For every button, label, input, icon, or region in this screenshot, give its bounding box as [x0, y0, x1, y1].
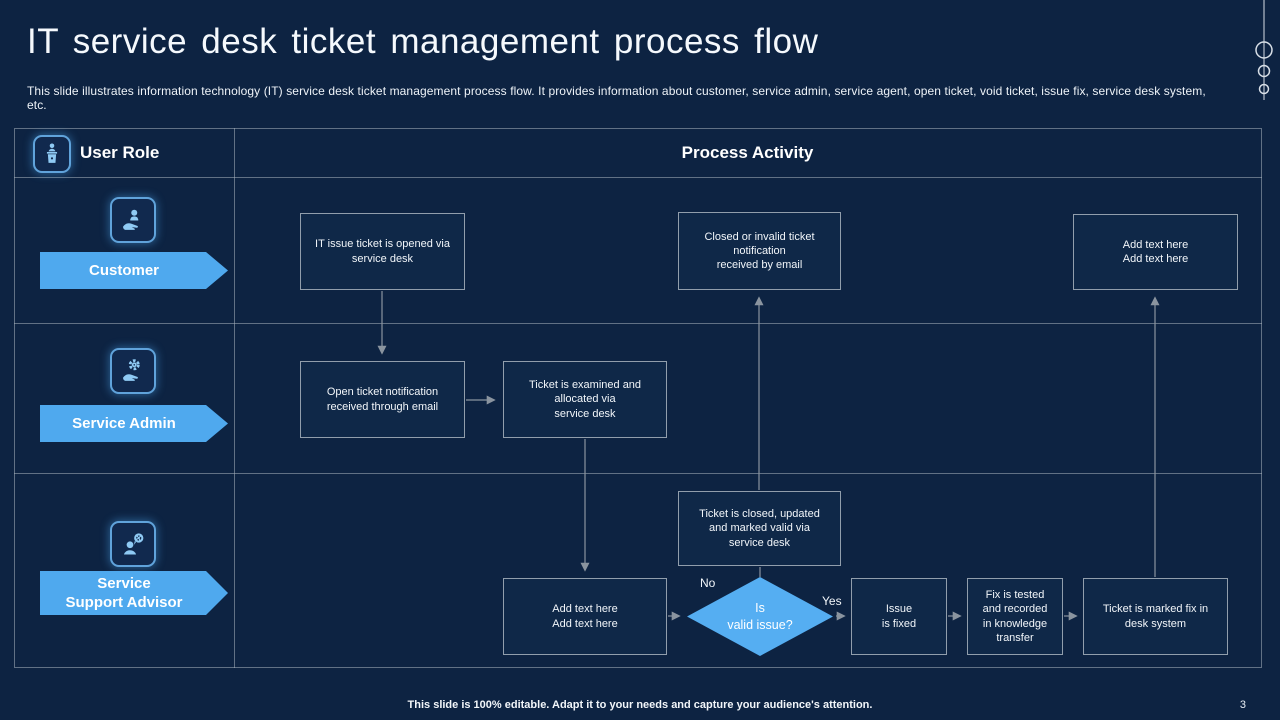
row-divider: [14, 473, 1262, 474]
column-header-process-activity: Process Activity: [681, 143, 814, 162]
page-number: 3: [1239, 699, 1246, 711]
row-divider: [14, 177, 1262, 178]
podium-user-icon: [33, 135, 71, 173]
flow-box-ticket-marked: Ticket is marked fix in desk system: [1083, 578, 1228, 655]
slide-description: This slide illustrates information techn…: [27, 84, 1206, 112]
flow-box-open-notification: Open ticket notification received throug…: [300, 361, 465, 438]
branch-label-yes: Yes: [822, 594, 842, 608]
lane-label-service-admin: Service Admin: [40, 405, 228, 442]
customer-care-icon: [110, 197, 156, 243]
flow-box-ticket-examined: Ticket is examined and allocated via ser…: [503, 361, 667, 438]
flow-box-fix-tested: Fix is tested and recorded in knowledge …: [967, 578, 1063, 655]
flow-box-ticket-closed: Ticket is closed, updated and marked val…: [678, 491, 841, 566]
flow-box-issue-fixed: Issue is fixed: [851, 578, 947, 655]
flow-box-closed-notification: Closed or invalid ticket notification re…: [678, 212, 841, 290]
column-divider: [234, 128, 235, 668]
swimlane-table-border: [14, 128, 1262, 668]
row-divider: [14, 323, 1262, 324]
flow-box-open-ticket: IT issue ticket is opened via service de…: [300, 213, 465, 290]
hand-gear-icon: [110, 348, 156, 394]
flow-box-add-text-top: Add text here Add text here: [1073, 214, 1238, 290]
timeline-decoration: [1255, 0, 1273, 100]
page-title: IT service desk ticket management proces…: [27, 22, 819, 61]
lane-label-customer: Customer: [40, 252, 228, 289]
support-advisor-icon: [110, 521, 156, 567]
footer-note: This slide is 100% editable. Adapt it to…: [407, 699, 873, 711]
branch-label-no: No: [700, 576, 716, 590]
flow-box-add-text-bottom: Add text here Add text here: [503, 578, 667, 655]
lane-label-service-support-advisor: Service Support Advisor: [40, 571, 228, 615]
column-header-user-role: User Role: [80, 143, 160, 162]
